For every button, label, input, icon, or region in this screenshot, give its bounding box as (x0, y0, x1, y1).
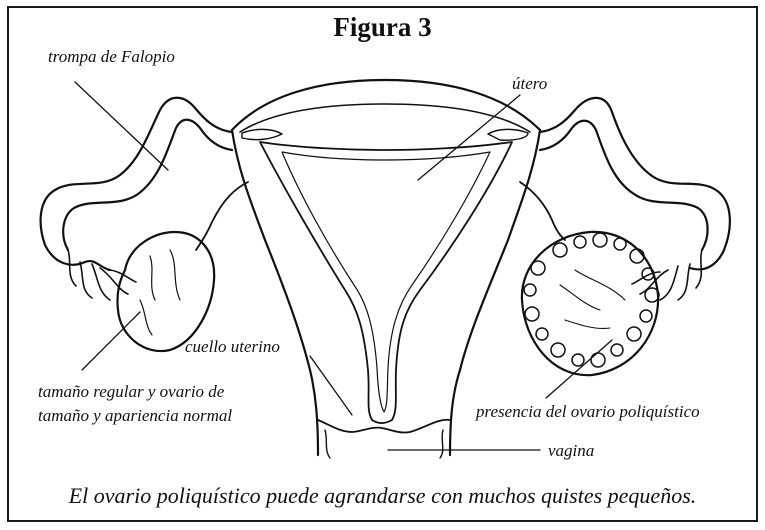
label-vagina: vagina (548, 440, 594, 462)
cyst (551, 343, 565, 357)
vagina-left (325, 430, 330, 458)
cyst (525, 307, 539, 321)
uterus-fundus (232, 80, 540, 130)
right-ovary-texture (560, 270, 625, 328)
vagina-right (440, 430, 443, 458)
left-ovary (117, 232, 214, 351)
left-ovarian-ligament (196, 182, 248, 250)
cyst (536, 328, 548, 340)
label-uterus: útero (512, 73, 547, 95)
uterus-left-wall (232, 130, 318, 455)
left-fimbriae (68, 250, 136, 300)
cyst (630, 249, 644, 263)
cyst (574, 236, 586, 248)
cyst (614, 238, 626, 250)
label-normal-ovary-line2: tamaño y apariencia normal (38, 405, 232, 427)
cyst (611, 344, 623, 356)
cyst (572, 354, 584, 366)
right-ovary-cysts (524, 233, 659, 367)
label-fallopian-tube: trompa de Falopio (48, 46, 175, 68)
uterus-fundus-inner (240, 104, 530, 132)
label-cervix: cuello uterino (185, 336, 280, 358)
cyst (593, 233, 607, 247)
cyst (627, 327, 641, 341)
right-ovary (522, 232, 658, 375)
left-tubal-ostium (242, 129, 282, 139)
label-normal-ovary-line1: tamaño regular y ovario de (38, 381, 224, 403)
cyst (524, 284, 536, 296)
cyst (591, 353, 605, 367)
right-tubal-ostium (488, 129, 528, 140)
cyst (640, 310, 652, 322)
leader-fallopian-tube (75, 82, 168, 170)
leader-uterus (418, 95, 520, 180)
left-ovary-texture (140, 250, 180, 335)
right-tube (540, 98, 730, 270)
figure-caption: El ovario poliquístico puede agrandarse … (0, 483, 765, 509)
figure-title: Figura 3 (0, 12, 765, 43)
cervix-outline (318, 420, 450, 433)
leader-normal-ovary (82, 312, 140, 370)
cyst (531, 261, 545, 275)
left-tube-inner (63, 120, 232, 250)
cyst (553, 243, 567, 257)
right-ovarian-ligament (520, 182, 565, 240)
label-polycystic-ovary: presencia del ovario poliquístico (476, 401, 700, 423)
leader-polycystic-ovary (546, 340, 612, 398)
